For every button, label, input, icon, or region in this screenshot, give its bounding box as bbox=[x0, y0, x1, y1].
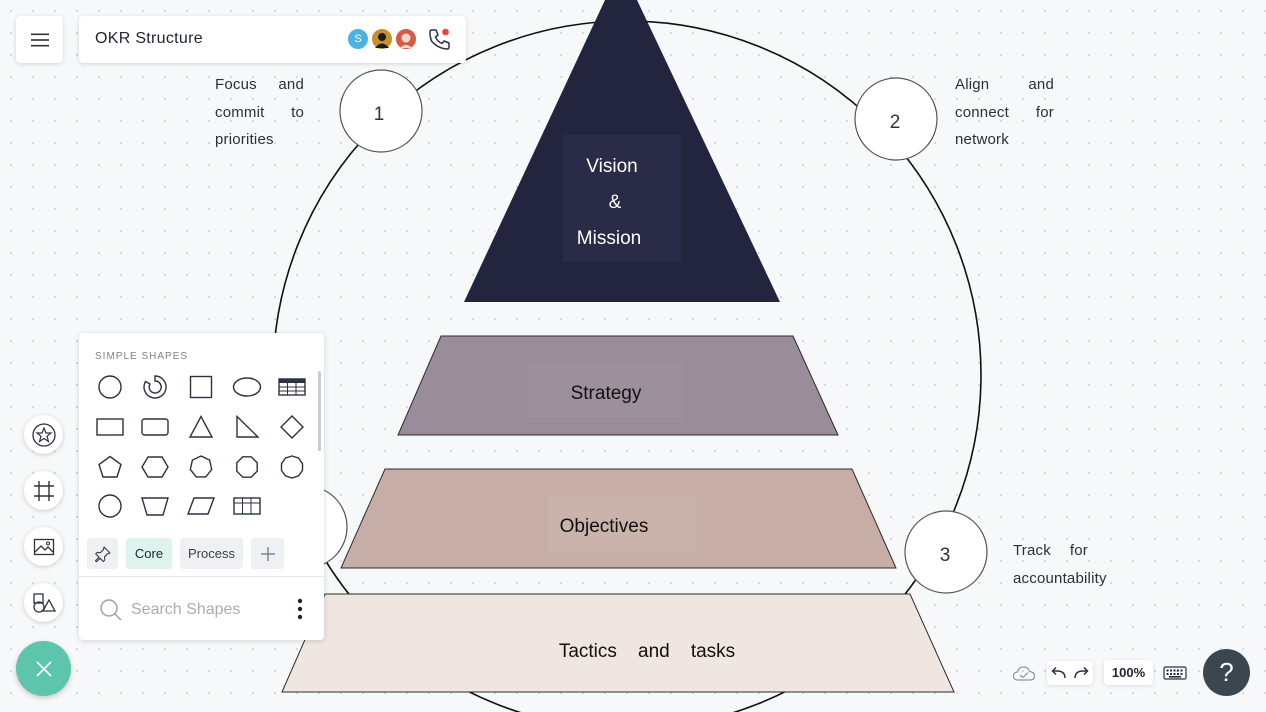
marker-2-number: 2 bbox=[890, 112, 901, 133]
ellipse-shape-icon[interactable] bbox=[232, 372, 262, 402]
pin-icon bbox=[94, 545, 111, 562]
shapes-panel-heading: SIMPLE SHAPES bbox=[95, 351, 189, 362]
partial-circle-shape-icon[interactable] bbox=[140, 372, 170, 402]
grid-shape-icon[interactable] bbox=[232, 491, 262, 521]
octagon-shape-icon[interactable] bbox=[232, 452, 262, 482]
marker-1-number: 1 bbox=[374, 104, 385, 125]
annotation-line: Track for bbox=[1013, 542, 1088, 559]
annotation-line: connect for bbox=[955, 103, 1054, 121]
cloud-check-icon bbox=[1012, 666, 1036, 681]
star-shape-icon bbox=[31, 422, 56, 447]
close-panel-button[interactable] bbox=[16, 641, 71, 696]
pyramid-tactics[interactable]: Tactics and tasks bbox=[281, 593, 955, 693]
parallelogram-shape-icon[interactable] bbox=[186, 491, 216, 521]
menu-button[interactable] bbox=[16, 16, 63, 63]
document-title-card: OKR Structure S bbox=[79, 16, 466, 63]
panel-more-button[interactable] bbox=[293, 596, 307, 622]
shapes-tool-button[interactable] bbox=[24, 583, 63, 622]
collaborator-avatar-1[interactable]: S bbox=[346, 27, 370, 51]
objectives-label: Objectives bbox=[560, 516, 649, 537]
marker-3-number: 3 bbox=[940, 545, 951, 566]
marker-1-annotation[interactable]: Focus and commit to priorities bbox=[215, 71, 304, 154]
hamburger-icon bbox=[30, 33, 49, 46]
frame-tool-button[interactable] bbox=[24, 471, 63, 510]
shapes-icon bbox=[32, 592, 56, 613]
shapes-library-tool-button[interactable] bbox=[24, 415, 63, 454]
annotation-line: commit to bbox=[215, 103, 304, 121]
search-icon bbox=[100, 599, 122, 621]
question-mark-icon: ? bbox=[1219, 657, 1234, 687]
table-shape-icon[interactable] bbox=[277, 372, 307, 402]
search-shapes-box bbox=[99, 595, 279, 625]
zoom-level: 100% bbox=[1111, 665, 1146, 680]
marker-3-annotation[interactable]: Track for accountability bbox=[1013, 537, 1107, 592]
right-triangle-shape-icon[interactable] bbox=[232, 412, 262, 442]
phone-call-icon[interactable] bbox=[427, 27, 453, 53]
marker-3[interactable]: 3 bbox=[904, 510, 988, 594]
collaborator-avatar-3[interactable] bbox=[394, 27, 418, 51]
annotation-line: Align and bbox=[955, 76, 1054, 93]
annotation-line: network bbox=[955, 131, 1009, 148]
triangle-shape-icon[interactable] bbox=[186, 412, 216, 442]
help-button[interactable]: ? bbox=[1203, 649, 1250, 696]
vertical-dots-icon bbox=[297, 598, 303, 620]
zoom-level-button[interactable]: 100% bbox=[1104, 660, 1153, 685]
trapezoid-shape-icon[interactable] bbox=[140, 491, 170, 521]
keyboard-shortcuts-button[interactable] bbox=[1162, 662, 1188, 684]
person-silhouette-icon bbox=[375, 33, 389, 48]
marker-1[interactable]: 1 bbox=[339, 69, 423, 153]
panel-scrollbar[interactable] bbox=[318, 371, 321, 451]
plus-icon bbox=[260, 546, 275, 561]
tab-process[interactable]: Process bbox=[180, 538, 243, 569]
tactics-label: Tactics and tasks bbox=[559, 641, 735, 662]
diamond-shape-icon[interactable] bbox=[277, 412, 307, 442]
marker-2[interactable]: 2 bbox=[854, 77, 938, 161]
dodecagon-shape-icon[interactable] bbox=[95, 491, 125, 521]
panel-divider bbox=[79, 576, 324, 577]
annotation-line: priorities bbox=[215, 131, 274, 148]
search-shapes-input[interactable] bbox=[129, 600, 273, 620]
shapes-panel: SIMPLE SHAPES bbox=[79, 333, 324, 640]
document-title[interactable]: OKR Structure bbox=[95, 30, 203, 47]
apex-line-1: Vision bbox=[586, 156, 637, 177]
strategy-label: Strategy bbox=[571, 383, 642, 404]
collaborator-avatar-2[interactable] bbox=[370, 27, 394, 51]
pyramid-apex[interactable]: Vision & Mission bbox=[464, 0, 780, 302]
close-icon bbox=[35, 660, 52, 677]
frame-icon bbox=[33, 480, 54, 501]
image-icon bbox=[33, 538, 54, 555]
add-library-button[interactable] bbox=[251, 538, 284, 569]
pentagon-shape-icon[interactable] bbox=[95, 452, 125, 482]
image-tool-button[interactable] bbox=[24, 527, 63, 566]
square-shape-icon[interactable] bbox=[186, 372, 216, 402]
person-face-icon bbox=[400, 33, 412, 48]
circle-shape-icon[interactable] bbox=[95, 372, 125, 402]
annotation-line: accountability bbox=[1013, 569, 1107, 587]
heptagon-shape-icon[interactable] bbox=[186, 452, 216, 482]
pin-library-button[interactable] bbox=[87, 538, 118, 569]
cloud-sync-status[interactable] bbox=[1011, 661, 1037, 685]
apex-line-2: & bbox=[609, 192, 622, 213]
marker-2-annotation[interactable]: Align and connect for network bbox=[955, 71, 1054, 154]
decagon-shape-icon[interactable] bbox=[277, 452, 307, 482]
hexagon-shape-icon[interactable] bbox=[140, 452, 170, 482]
undo-icon[interactable] bbox=[1050, 666, 1068, 680]
rectangle-shape-icon[interactable] bbox=[95, 412, 125, 442]
keyboard-icon bbox=[1163, 666, 1187, 680]
pyramid-objectives[interactable]: Objectives bbox=[340, 468, 897, 569]
undo-redo-group bbox=[1047, 661, 1093, 685]
apex-line-3: Mission bbox=[577, 228, 641, 249]
redo-icon[interactable] bbox=[1072, 666, 1090, 680]
rounded-rectangle-shape-icon[interactable] bbox=[140, 412, 170, 442]
annotation-line: Focus and bbox=[215, 76, 304, 93]
pyramid-strategy[interactable]: Strategy bbox=[397, 335, 839, 436]
tab-core[interactable]: Core bbox=[126, 538, 172, 569]
